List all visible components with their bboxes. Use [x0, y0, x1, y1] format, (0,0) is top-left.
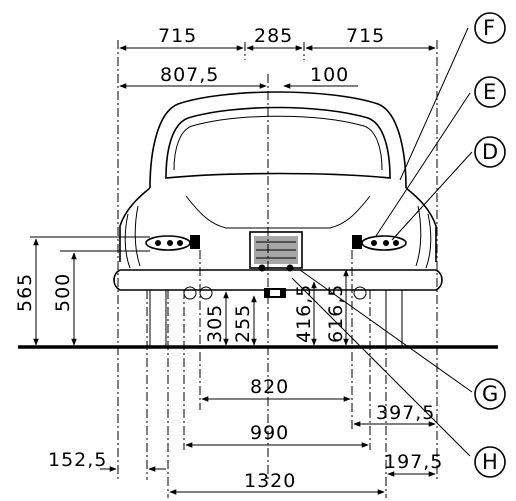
dim-807-5: 807,5 [160, 64, 219, 86]
dim-305: 305 [204, 304, 226, 343]
right-fender [415, 205, 432, 269]
callout-f-label: F [483, 16, 495, 40]
rear-window [165, 106, 391, 179]
left-tail-light [145, 235, 200, 251]
callout-d: D [474, 136, 506, 168]
dim-285: 285 [254, 25, 293, 47]
callout-h-label: H [482, 450, 498, 474]
extension-lines [30, 40, 438, 498]
dim-565: 565 [14, 273, 36, 312]
dim-heights-left: 565 500 [14, 238, 77, 346]
callout-g: G [474, 378, 506, 410]
callout-d-label: D [482, 140, 498, 164]
callout-e: E [474, 76, 506, 108]
license-plate [249, 231, 303, 272]
dim-616-5: 616,5 [325, 284, 347, 343]
dim-row-second: 807,5 100 [119, 64, 358, 89]
right-tail-light [352, 235, 407, 251]
dim-990: 990 [250, 422, 289, 444]
dim-heights-center: 305 255 416,5 616,5 [204, 269, 349, 346]
dim-100: 100 [310, 64, 349, 86]
dim-197-5: 197,5 [384, 451, 443, 473]
dim-152-5: 152,5 [48, 449, 107, 471]
trunk-line [185, 195, 371, 229]
lower-details [183, 286, 367, 300]
rear-window-inner [173, 115, 383, 171]
rear-bumper [113, 269, 443, 291]
callout-g-label: G [482, 382, 498, 406]
callout-e-label: E [483, 80, 496, 104]
callout-leaders [291, 27, 473, 457]
dim-416-5: 416,5 [293, 284, 315, 343]
dim-397-5: 397,5 [376, 402, 435, 424]
callout-h: H [474, 446, 506, 478]
dim-255: 255 [232, 304, 254, 343]
callout-f: F [474, 12, 506, 44]
dim-820: 820 [250, 376, 289, 398]
right-tire [385, 290, 403, 346]
dim-widths-lower: 820 397,5 990 152,5 197,5 1320 [48, 376, 443, 495]
rear-deck [119, 187, 437, 262]
dim-715-left: 715 [158, 25, 197, 47]
dim-500: 500 [52, 273, 74, 312]
cabin-outline [149, 91, 407, 189]
dim-715-right: 715 [346, 25, 385, 47]
left-tire [149, 290, 167, 346]
dim-row-top: 715 285 715 [119, 25, 436, 51]
dim-1320: 1320 [244, 470, 296, 492]
car-body [113, 91, 443, 346]
